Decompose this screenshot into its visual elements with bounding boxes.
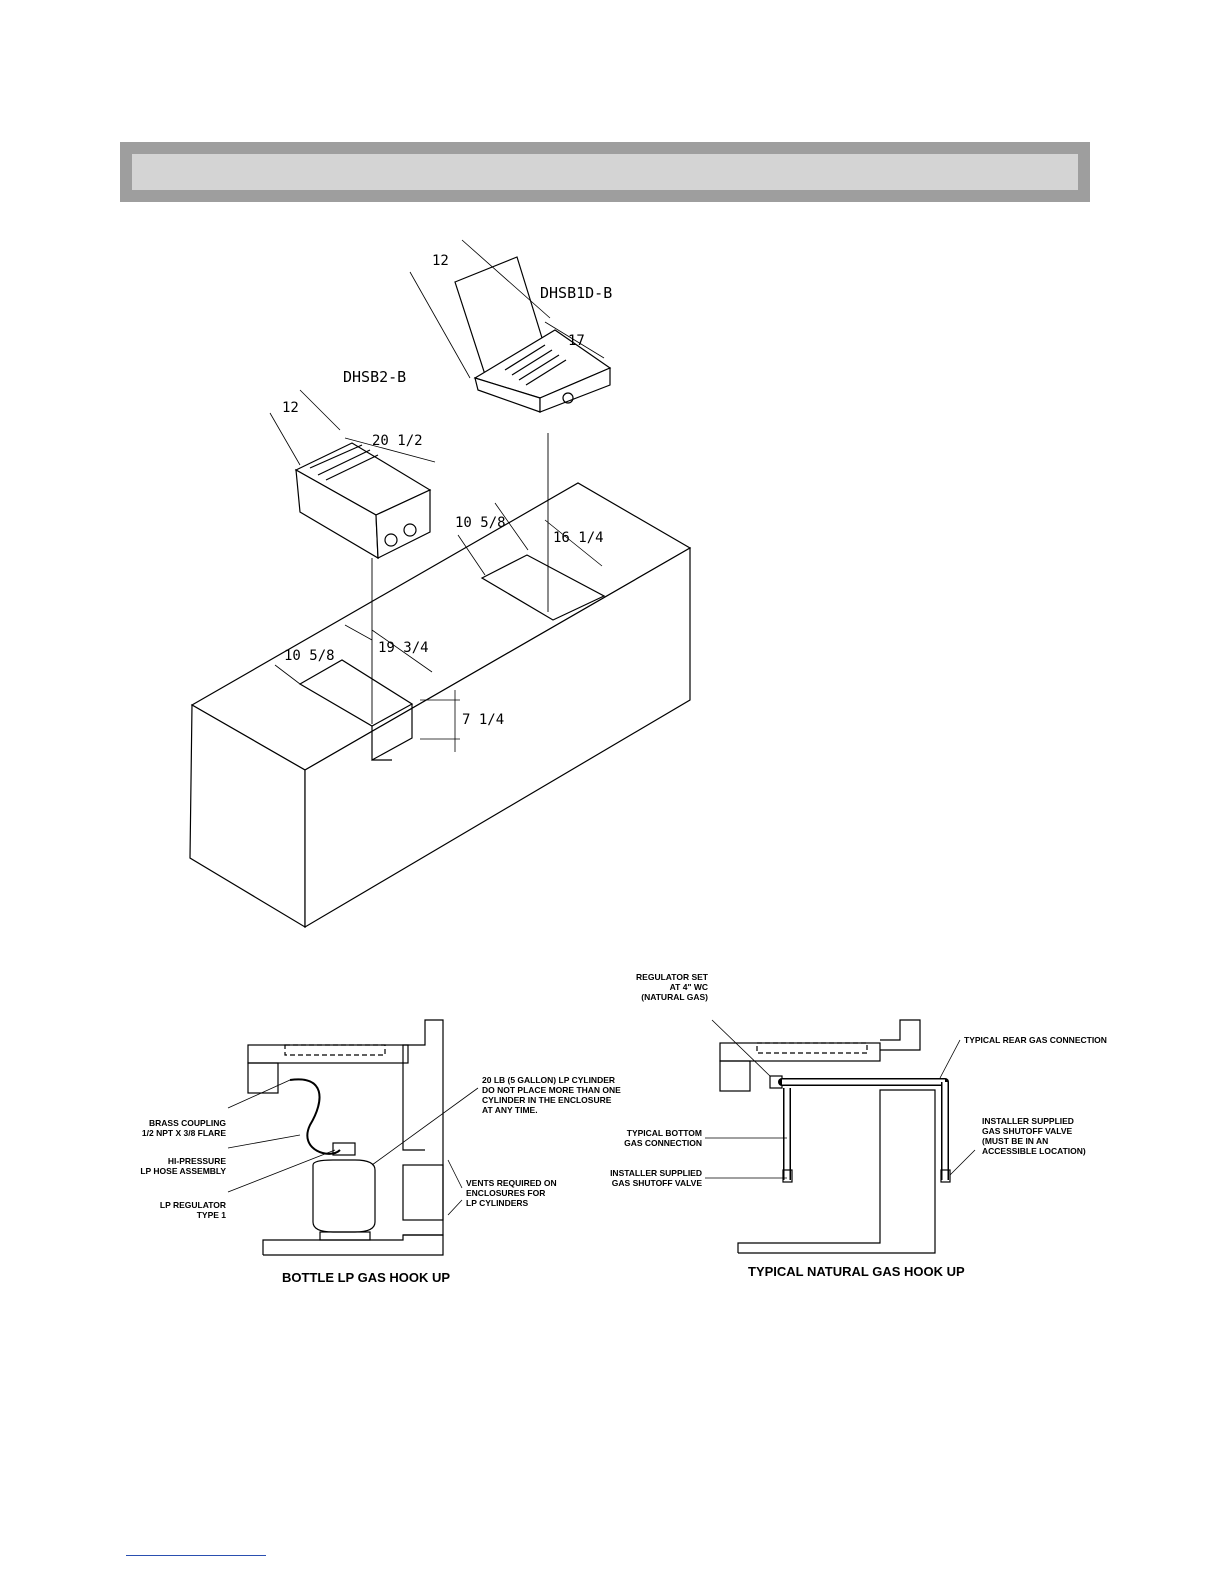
leader-lines (227, 1019, 976, 1216)
caption-ng-hookup: TYPICAL NATURAL GAS HOOK UP (748, 1264, 965, 1279)
dim-sb1-width: 17 (568, 333, 585, 349)
dim-cutout2-width: 19 3/4 (378, 640, 429, 656)
island-enclosure (189, 482, 692, 929)
caption-lp-hookup: BOTTLE LP GAS HOOK UP (282, 1270, 451, 1285)
dim-sb2-depth: 12 (282, 400, 299, 416)
lp-hookup-diagram (247, 1019, 444, 1256)
model-label-single: DHSB1D-B (540, 284, 613, 302)
dim-sb1-depth: 12 (432, 253, 449, 269)
dim-cutout1-width: 16 1/4 (553, 530, 604, 546)
dim-cutout2-height: 7 1/4 (462, 712, 505, 728)
dim-cutout1-depth: 10 5/8 (455, 515, 506, 531)
double-burner-unit (294, 442, 432, 560)
section-header-bar (120, 142, 1090, 202)
section-header-inner (132, 154, 1078, 190)
model-label-double: DHSB2-B (343, 368, 407, 386)
footer-rule (126, 1555, 266, 1556)
ng-hookup-diagram (719, 1019, 951, 1254)
single-burner-unit (454, 256, 612, 413)
dimension-lines (269, 239, 605, 752)
dim-cutout2-depth: 10 5/8 (284, 648, 335, 664)
dim-sb2-width: 20 1/2 (372, 433, 423, 449)
note-rear-connection: TYPICAL REAR GAS CONNECTION (964, 1035, 1107, 1045)
